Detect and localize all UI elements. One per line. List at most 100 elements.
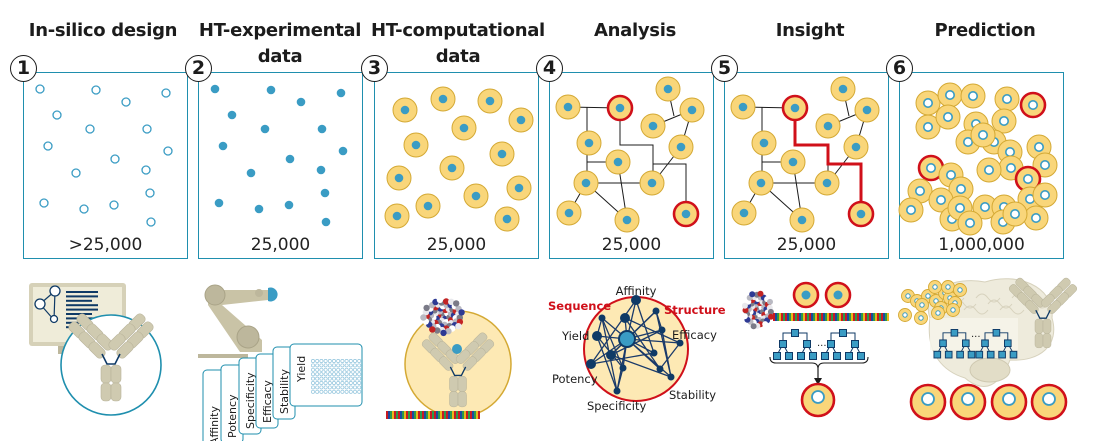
predicted-nucleus [925,163,936,174]
tree-node [839,329,847,337]
tree-node [992,329,1001,337]
design-dot [110,154,120,164]
sequence-bar [881,313,883,321]
cell-nucleus [516,115,526,125]
cell-nucleus [459,123,469,133]
experimental-dot [227,110,237,120]
network-link [624,317,661,370]
sequence-bar [863,313,865,321]
step-3-title-line2: data [435,46,481,67]
sequence-bar [450,411,452,419]
network-node [598,314,606,322]
cell-nucleus [411,140,421,150]
panel-5: 25,000 [724,72,889,259]
antibody-domain [1040,293,1055,308]
text-line [66,304,98,307]
cell-nucleus [514,183,524,193]
step-2-title-line2: data [257,46,303,67]
sequence-bar [458,411,460,419]
sequence-bar [468,411,470,419]
sequence-bar [813,313,815,321]
tree-node [773,352,781,360]
cell-nucleus [564,208,574,218]
cell-nucleus [756,178,766,188]
sequence-bar [773,313,775,321]
panel-4: 25,000 [549,72,714,259]
sequence-bar [823,313,825,321]
well [332,363,336,368]
predicted-nucleus [944,90,955,101]
sequence-bar [857,313,859,321]
sequence-bar [430,411,432,419]
sequence-bar [817,313,819,321]
well [332,367,336,372]
tree-node [962,339,970,348]
sequence-bar [797,313,799,321]
protein-structure-icon [741,290,774,330]
experimental-dot [266,85,276,95]
sequence-bar [853,313,855,321]
text-line [66,313,92,315]
well [311,372,315,377]
sequence-bar [887,313,889,321]
experimental-dot [336,88,346,98]
count-4: 25,000 [601,235,662,255]
well [311,367,315,372]
cell-nucleus [615,103,625,113]
experimental-dot [285,154,295,164]
well [327,389,332,394]
mini-nucleus [905,293,911,299]
sequence-bar [867,313,869,321]
atom [453,300,460,307]
network-node [652,307,660,315]
cell-nucleus [851,142,861,152]
sequence-bar [396,411,398,419]
sequence-bar [418,411,420,419]
well [327,367,332,372]
count-3: 25,000 [426,235,487,255]
protein-structure-icon [420,296,465,337]
sequence-bar [476,411,478,419]
well [336,376,341,381]
sequence-bar [406,411,408,419]
insight-path [793,108,863,214]
sequence-bar [438,411,440,419]
sequence-bar [829,313,831,321]
tree-node [833,352,841,360]
sequence-bar [869,313,871,321]
sequence-bar [865,313,867,321]
tree-node [785,352,793,360]
panel-2: 25,000 [198,72,363,259]
predicted-nucleus [921,392,935,406]
predicted-nucleus [1009,209,1020,220]
antibody-icon [421,332,495,408]
cell-nucleus [392,211,402,221]
well [357,367,362,372]
atom [434,327,441,334]
assay-card [289,343,363,407]
assay-card-label-stability: Stability [278,369,291,415]
count-1: >25,000 [68,235,143,255]
sequence-bar [454,411,456,419]
well [340,372,345,377]
design-dot [142,124,152,134]
sequence-bar [388,411,390,419]
well [348,381,353,385]
cell-nucleus [788,157,798,167]
well [336,359,341,363]
graph-node [49,314,59,324]
arrow-head [814,378,822,385]
experimental-dot [260,124,270,134]
sequence-bar [432,411,434,419]
atom [741,313,748,320]
cell-nucleus [613,157,623,167]
sequence-bar [809,313,811,321]
step-badge-6: 6 [886,55,913,82]
tree-node [986,350,995,359]
network-link [624,317,681,344]
cell-nucleus [759,138,769,148]
decision-tree-icon [821,329,865,360]
atom [443,298,450,305]
well [319,385,324,390]
